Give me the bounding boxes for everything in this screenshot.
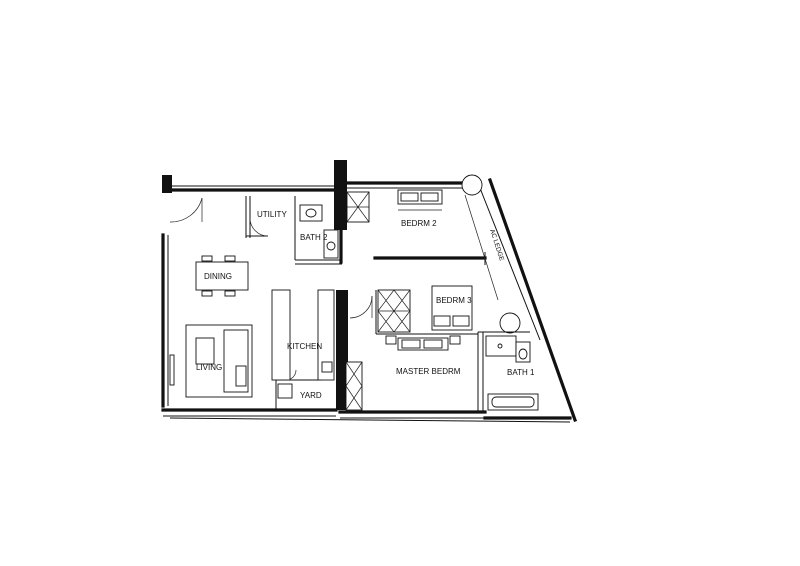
exterior-walls [161,160,578,423]
bed-bedrm2 [397,189,443,211]
bed-master [385,335,461,351]
bath2-fixtures [299,204,339,259]
living-sofa [169,324,253,398]
label-master-bedrm: MASTER BEDRM [396,367,461,376]
label-utility: UTILITY [257,210,287,219]
wardrobes [345,191,411,411]
dining-table [195,255,249,297]
column-mid-right [499,312,521,334]
bath1-fixtures [485,335,539,411]
label-bedrm3: BEDRM 3 [436,296,472,305]
label-bath2: BATH 2 [300,233,328,242]
column-top-right [461,174,483,196]
label-dining: DINING [204,272,232,281]
interior-walls [245,196,530,412]
kitchen-counters [271,289,335,399]
bed-bedrm3 [431,285,473,331]
label-bedrm2: BEDRM 2 [401,219,437,228]
label-kitchen: KITCHEN [287,342,322,351]
label-bath1: BATH 1 [507,368,535,377]
label-yard: YARD [300,391,322,400]
ac-ledge-rails [464,194,499,301]
label-living: LIVING [196,363,222,372]
